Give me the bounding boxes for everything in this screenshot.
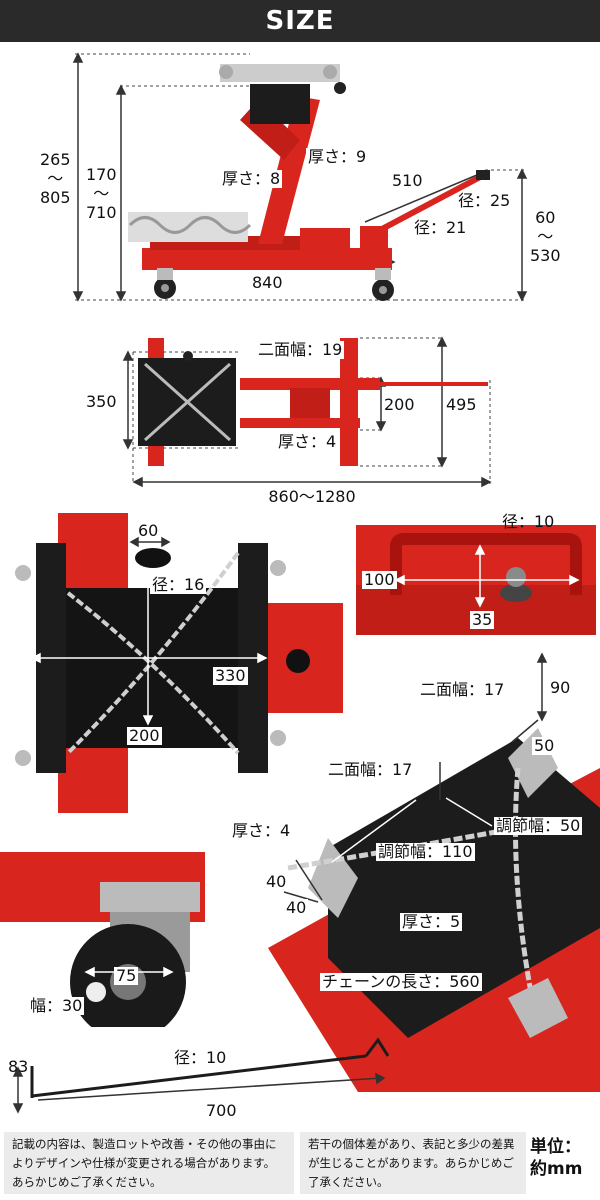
inner-width-200-label: 200 xyxy=(384,395,415,414)
saddle-height-label: 170 〜 710 xyxy=(86,165,117,222)
caster-diameter-75-label: 75 xyxy=(114,966,139,985)
unit-label: 単位：約mm xyxy=(530,1137,583,1179)
saddle-corner-dimensions xyxy=(283,652,548,903)
caster-width-30-label: 幅：30 xyxy=(28,996,85,1015)
page-title: SIZE xyxy=(265,6,335,36)
knob-diameter-16-label: 径：16 xyxy=(150,575,207,594)
handle-diameter-21-label: 径：21 xyxy=(414,218,467,237)
length-range-label: 860〜1280 xyxy=(268,487,356,506)
knob-width-60-label: 60 xyxy=(138,521,159,540)
handle-width-100-label: 100 xyxy=(362,570,397,589)
plate-thickness-4-label: 厚さ：4 xyxy=(276,432,339,451)
side-view-drawing xyxy=(72,52,528,302)
bracket-size-40-a-label: 40 xyxy=(264,872,289,891)
bar-detail-drawing xyxy=(12,1037,390,1114)
handle-diameter-25-label: 径：25 xyxy=(458,191,511,210)
adjust-range-50-label: 調節幅：50 xyxy=(494,816,583,835)
handle-height-label: 60 〜 530 xyxy=(530,208,561,265)
size-header: SIZE xyxy=(0,0,600,42)
handle-length-label: 510 xyxy=(392,171,423,190)
chain-length-label: チェーンの長さ：560 xyxy=(320,972,482,991)
across-flats-17-mid-label: 二面幅：17 xyxy=(326,760,415,779)
outer-width-495-label: 495 xyxy=(446,395,477,414)
bracket-thickness-4-label: 厚さ：4 xyxy=(230,821,293,840)
saddle-detail-dimensions xyxy=(129,536,268,726)
adjust-range-110-label: 調節幅：110 xyxy=(376,842,475,861)
depth-label: 840 xyxy=(250,273,285,292)
handle-height-35-label: 35 xyxy=(470,610,495,629)
total-height-label: 265 〜 805 xyxy=(40,150,71,207)
plate-depth-200-label: 200 xyxy=(127,726,162,745)
footer-note-variance: 若干の個体差があり、表記と多少の差異が生じることがあります。あらかじめご了承くだ… xyxy=(300,1132,526,1194)
plate-width-330-label: 330 xyxy=(213,666,248,685)
bar-diameter-10-label: 径：10 xyxy=(172,1048,229,1067)
saddle-width-350-label: 350 xyxy=(86,392,117,411)
corner-height-90-label: 90 xyxy=(550,678,571,697)
corner-size-50-label: 50 xyxy=(532,736,557,755)
handle-diameter-10-label: 径：10 xyxy=(502,512,555,531)
bracket-size-40-b-label: 40 xyxy=(284,898,309,917)
handle-detail-dimensions xyxy=(394,544,580,608)
arm-thickness-9-label: 厚さ：9 xyxy=(306,147,369,166)
top-view-drawing xyxy=(122,336,492,488)
across-flats-17-top-label: 二面幅：17 xyxy=(418,680,507,699)
bar-length-700-label: 700 xyxy=(206,1101,237,1120)
plate-thickness-5-label: 厚さ：5 xyxy=(400,912,463,931)
footer-note-design-change: 記載の内容は、製造ロットや改善・その他の事由によりデザインや仕様が変更される場合… xyxy=(4,1132,294,1194)
across-flats-19-label: 二面幅：19 xyxy=(256,340,345,359)
bar-height-83-label: 83 xyxy=(8,1057,29,1076)
arm-thickness-8-label: 厚さ：8 xyxy=(220,169,283,188)
